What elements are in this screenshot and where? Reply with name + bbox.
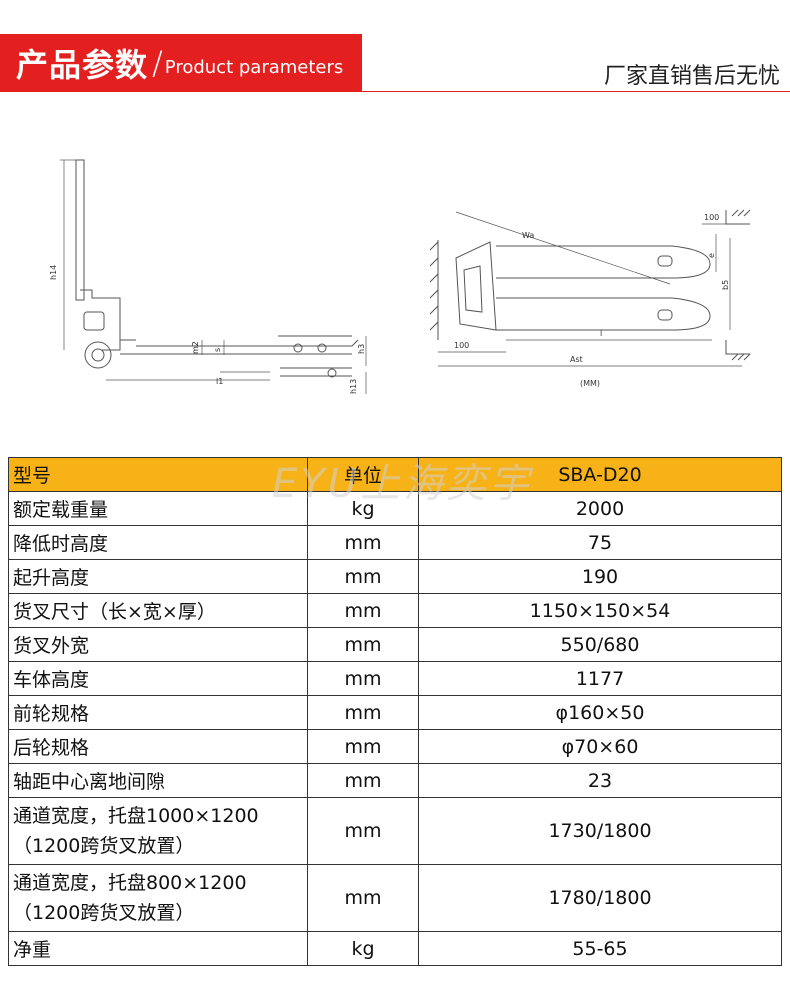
param-unit: mm xyxy=(307,729,419,764)
param-value: 1780/1800 xyxy=(418,864,782,932)
table-row: 净重 kg 55-65 xyxy=(8,931,782,966)
technical-drawings: h14 m2 s h3 l1 h13 xyxy=(0,120,790,430)
dim-label-l: l xyxy=(600,329,602,338)
table-row: 通道宽度，托盘1000×1200 （1200跨货叉放置） mm 1730/180… xyxy=(8,797,782,865)
param-unit: mm xyxy=(307,864,419,932)
param-value: 550/680 xyxy=(418,627,782,662)
param-value: 1150×150×54 xyxy=(418,593,782,628)
table-row: 货叉外宽 mm 550/680 xyxy=(8,627,782,662)
dim-label-h13: h13 xyxy=(349,379,358,394)
param-unit: mm xyxy=(307,525,419,560)
param-value: 75 xyxy=(418,525,782,560)
header-model-value: SBA-D20 xyxy=(418,457,782,492)
param-name-line1: 通道宽度，托盘800×1200 xyxy=(13,872,247,894)
param-unit: kg xyxy=(307,931,419,966)
table-row: 通道宽度，托盘800×1200 （1200跨货叉放置） mm 1780/1800 xyxy=(8,864,782,932)
dim-label-b5: b5 xyxy=(721,280,730,290)
dim-label-wa: Wa xyxy=(522,231,534,240)
param-unit: kg xyxy=(307,491,419,526)
top-view-drawing: Wa 100 e b5 l Ast 100 (MM) xyxy=(429,209,751,388)
param-name-line2: （1200跨货叉放置） xyxy=(13,835,195,857)
param-value: 2000 xyxy=(418,491,782,526)
param-value: φ160×50 xyxy=(418,695,782,730)
param-unit: mm xyxy=(307,797,419,865)
param-value: 55-65 xyxy=(418,931,782,966)
param-unit: mm xyxy=(307,593,419,628)
header-model: 型号 xyxy=(8,457,308,492)
dim-label-h14: h14 xyxy=(49,265,58,280)
param-name: 货叉尺寸（长×宽×厚） xyxy=(8,593,308,628)
dim-label-l1: l1 xyxy=(216,377,223,386)
param-name: 货叉外宽 xyxy=(8,627,308,662)
header-divider xyxy=(362,91,790,92)
param-name: 通道宽度，托盘1000×1200 （1200跨货叉放置） xyxy=(8,797,308,865)
param-name: 前轮规格 xyxy=(8,695,308,730)
title-banner: 产品参数 / Product parameters xyxy=(0,34,362,92)
param-name: 降低时高度 xyxy=(8,525,308,560)
param-name-line1: 通道宽度，托盘1000×1200 xyxy=(13,805,259,827)
param-value: 1177 xyxy=(418,661,782,696)
header-section: 产品参数 / Product parameters 厂家直销售后无忧 xyxy=(0,0,790,96)
table-row: 降低时高度 mm 75 xyxy=(8,525,782,560)
dim-label-100-bottom: 100 xyxy=(454,341,469,350)
dim-label-e: e xyxy=(707,253,716,258)
param-name: 起升高度 xyxy=(8,559,308,594)
param-name: 轴距中心离地间隙 xyxy=(8,763,308,798)
param-unit: mm xyxy=(307,763,419,798)
param-name: 通道宽度，托盘800×1200 （1200跨货叉放置） xyxy=(8,864,308,932)
param-unit: mm xyxy=(307,695,419,730)
dim-label-h3: h3 xyxy=(357,344,366,354)
title-chinese: 产品参数 xyxy=(16,46,149,84)
param-name: 后轮规格 xyxy=(8,729,308,764)
title-separator: / xyxy=(152,44,163,82)
param-name: 净重 xyxy=(8,931,308,966)
table-row: 轴距中心离地间隙 mm 23 xyxy=(8,763,782,798)
table-row: 起升高度 mm 190 xyxy=(8,559,782,594)
units-label: (MM) xyxy=(580,379,600,388)
header-unit: 单位 xyxy=(307,457,419,492)
table-row: 车体高度 mm 1177 xyxy=(8,661,782,696)
dim-label-s: s xyxy=(213,348,222,352)
table-header-row: 型号 单位 SBA-D20 xyxy=(8,457,782,492)
slogan: 厂家直销售后无忧 xyxy=(603,64,780,89)
side-view-drawing: h14 m2 s h3 l1 h13 xyxy=(49,159,367,394)
table-row: 货叉尺寸（长×宽×厚） mm 1150×150×54 xyxy=(8,593,782,628)
param-unit: mm xyxy=(307,627,419,662)
table-row: 前轮规格 mm φ160×50 xyxy=(8,695,782,730)
spec-table: 型号 单位 SBA-D20 额定载重量 kg 2000 降低时高度 mm 75 … xyxy=(8,457,782,966)
param-unit: mm xyxy=(307,661,419,696)
param-name-line2: （1200跨货叉放置） xyxy=(13,902,195,924)
param-name: 额定载重量 xyxy=(8,491,308,526)
param-unit: mm xyxy=(307,559,419,594)
param-value: 190 xyxy=(418,559,782,594)
param-value: 23 xyxy=(418,763,782,798)
dim-label-m2: m2 xyxy=(191,341,200,354)
dim-label-100-top: 100 xyxy=(704,213,719,222)
dim-label-ast: Ast xyxy=(570,355,583,364)
table-row: 后轮规格 mm φ70×60 xyxy=(8,729,782,764)
param-value: φ70×60 xyxy=(418,729,782,764)
title-english: Product parameters xyxy=(164,56,344,78)
table-row: 额定载重量 kg 2000 xyxy=(8,491,782,526)
param-name: 车体高度 xyxy=(8,661,308,696)
param-value: 1730/1800 xyxy=(418,797,782,865)
